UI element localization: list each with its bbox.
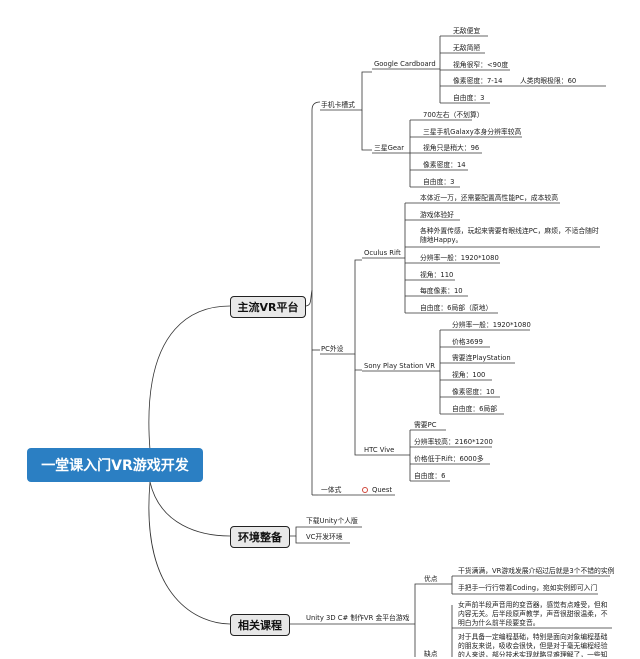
node-vive[interactable]: HTC Vive (364, 446, 395, 454)
pros-item[interactable]: 干货满满，VR游戏发展介绍过后就是3个不错的实例 (458, 567, 615, 575)
psvr-item[interactable]: 分辨率一般：1920*1080 (452, 321, 531, 329)
rift-item[interactable]: 各种外置传感，玩起来需要有眼线连PC，麻烦，不适合随时随地Happy。 (420, 227, 599, 244)
rift-item[interactable]: 游戏体验好 (420, 211, 454, 219)
env-item[interactable]: 下载Unity个人版 (306, 517, 358, 525)
connector-root-course (148, 481, 231, 625)
node-gear[interactable]: 三星Gear (374, 144, 405, 152)
node-allinone[interactable]: 一体式 (321, 486, 342, 494)
node-pc[interactable]: PC外设 (321, 345, 344, 353)
node-pros[interactable]: 优点 (424, 575, 438, 583)
topic-env[interactable]: 环境整备 (230, 526, 290, 548)
node-human-limit[interactable]: 人类肉眼极限：60 (520, 77, 577, 85)
rift-item[interactable]: 本体近一万，还需要配置高性能PC，成本较高 (420, 194, 558, 202)
pros-item[interactable]: 手把手一行行带着Coding，宛如实例即可入门 (458, 584, 598, 592)
vive-item[interactable]: 自由度：6 (414, 472, 446, 480)
node-psvr[interactable]: Sony Play Station VR (364, 362, 435, 370)
root-topic[interactable]: 一堂课入门VR游戏开发 (27, 448, 203, 482)
env-item[interactable]: VC开发环境 (306, 533, 343, 541)
rift-item[interactable]: 每度像素：10 (420, 287, 463, 295)
rift-item[interactable]: 分辨率一般：1920*1080 (420, 254, 499, 262)
node-rift[interactable]: Oculus Rift (364, 249, 401, 257)
cons-item[interactable]: 女声前半段声音用的变音器，感觉有点难受，但和内容无关。后半段原声教学，声音很甜很… (458, 601, 608, 627)
cardboard-item[interactable]: 自由度：3 (453, 94, 485, 102)
cons-item[interactable]: 对于具备一定编程基础，特别是面向对象编程基础的朋友来说，吸收会很快，但是对于毫无… (458, 633, 608, 657)
node-cons[interactable]: 缺点 (424, 650, 438, 658)
node-quest[interactable]: Quest (362, 486, 392, 495)
cardboard-item[interactable]: 视角很窄：<90度 (453, 61, 509, 69)
psvr-item[interactable]: 视角：100 (452, 371, 486, 379)
psvr-item[interactable]: 需要连PlayStation (452, 354, 511, 362)
connector-root-env (149, 481, 231, 537)
node-cardboard[interactable]: Google Cardboard (374, 60, 436, 68)
quest-label: Quest (372, 486, 393, 494)
psvr-item[interactable]: 自由度：6局部 (452, 405, 498, 413)
node-mobile[interactable]: 手机卡槽式 (321, 101, 355, 109)
gear-item[interactable]: 视角只是稍大：96 (423, 144, 480, 152)
vive-item[interactable]: 需要PC (414, 421, 437, 429)
rift-item[interactable]: 自由度：6局部（原地） (420, 304, 493, 312)
topic-course[interactable]: 相关课程 (230, 614, 290, 636)
gear-item[interactable]: 700左右（不划算） (423, 111, 484, 119)
psvr-item[interactable]: 像素密度：10 (452, 388, 495, 396)
rift-item[interactable]: 视角：110 (420, 271, 454, 279)
vive-item[interactable]: 价格低于Rift：6000多 (414, 455, 484, 463)
psvr-item[interactable]: 价格3699 (452, 338, 483, 346)
cardboard-item[interactable]: 无敌简陋 (453, 44, 481, 52)
cardboard-item[interactable]: 像素密度：7-14 (453, 77, 503, 85)
node-course-name[interactable]: Unity 3D C# 制作VR 金平台游戏 (306, 614, 410, 622)
quest-marker-icon (362, 487, 368, 493)
gear-item[interactable]: 像素密度：14 (423, 161, 466, 169)
cardboard-item[interactable]: 无敌便宜 (453, 27, 481, 35)
connector-root-platform (148, 305, 231, 451)
vive-item[interactable]: 分辨率较高：2160*1200 (414, 438, 493, 446)
gear-item[interactable]: 三星手机Galaxy本身分辨率较高 (423, 128, 522, 136)
topic-platform[interactable]: 主流VR平台 (230, 296, 306, 318)
gear-item[interactable]: 自由度：3 (423, 178, 455, 186)
